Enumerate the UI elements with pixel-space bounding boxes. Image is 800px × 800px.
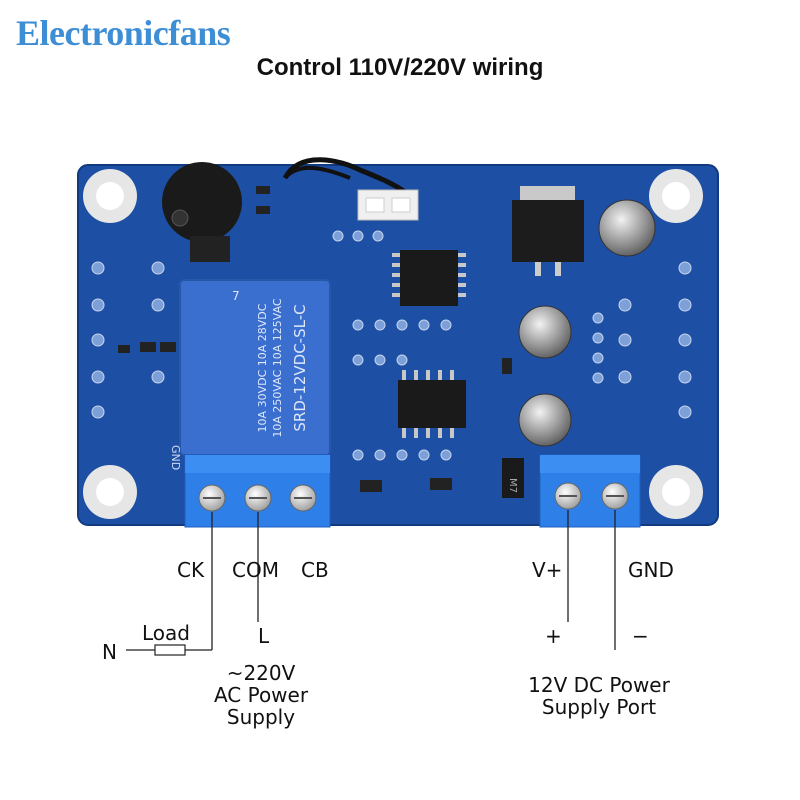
- ac-power-supply-label: ~220V AC Power Supply: [196, 662, 326, 728]
- wiring-lines: [126, 510, 616, 651]
- terminal-ck-label: CK: [177, 558, 205, 582]
- smd-components: [118, 186, 512, 492]
- buzzer: [162, 162, 242, 242]
- voltage-regulator: [512, 186, 584, 276]
- terminal-cb-label: CB: [301, 558, 329, 582]
- mounting-holes: [83, 169, 703, 519]
- power-terminal-block: [539, 454, 641, 528]
- page-title: Control 110V/220V wiring: [256, 54, 544, 81]
- dc-line-2: Supply Port: [541, 695, 657, 719]
- gnd-silkscreen: GND: [169, 445, 182, 470]
- load-resistor: [154, 644, 186, 656]
- dc-line-1: 12V DC Power: [528, 673, 670, 697]
- ac-line-3: Supply: [226, 705, 296, 729]
- pcb-pads: [91, 230, 692, 461]
- ac-voltage: ~220V: [226, 661, 296, 685]
- ic-chips: [392, 250, 524, 498]
- terminal-com-label: COM: [232, 558, 279, 582]
- sensor-cable: [282, 157, 407, 195]
- minus-label: −: [632, 624, 649, 648]
- ac-line-2: AC Power: [213, 683, 309, 707]
- plus-label: +: [545, 624, 562, 648]
- capacitors: [518, 199, 656, 447]
- relay: SRD-12VDC-SL-C 10A 250VAC 10A 125VAC 10A…: [179, 236, 331, 456]
- relay-terminal-block: [184, 454, 331, 528]
- terminal-gnd-label: GND: [628, 558, 674, 582]
- live-label: L: [258, 624, 270, 648]
- load-label: Load: [142, 621, 190, 645]
- brand-logo: Electronicfans: [16, 13, 231, 53]
- chip-mark: M7: [507, 478, 518, 493]
- relay-rating-text-2: 10A 30VDC 10A 28VDC: [256, 303, 269, 432]
- neutral-label: N: [102, 640, 117, 664]
- dc-power-supply-label: 12V DC Power Supply Port: [508, 674, 690, 718]
- terminal-vplus-label: V+: [532, 558, 563, 582]
- relay-pin-number: 7: [232, 289, 240, 303]
- relay-model-text: SRD-12VDC-SL-C: [291, 304, 309, 431]
- relay-rating-text: 10A 250VAC 10A 125VAC: [271, 298, 284, 438]
